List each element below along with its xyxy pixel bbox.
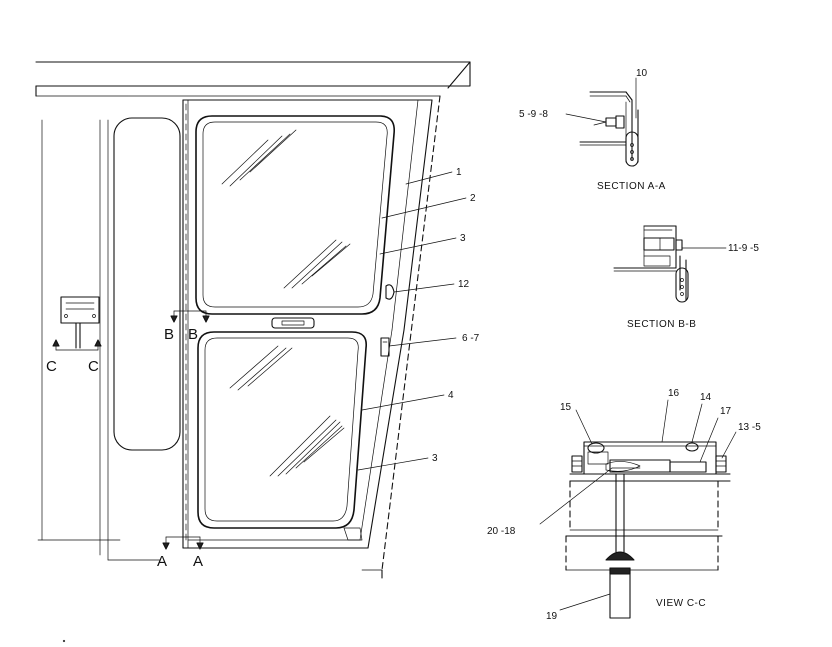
cab-body xyxy=(37,117,181,561)
section-c-left-label: C xyxy=(46,358,57,375)
callout-1: 1 xyxy=(456,167,462,178)
stray-dot xyxy=(62,639,66,643)
section-b-left-label: B xyxy=(164,326,174,343)
callout-10: 10 xyxy=(636,68,648,79)
section-a-right-label: A xyxy=(193,553,203,570)
callout-20-18: 20 -18 xyxy=(487,526,516,537)
door-frame xyxy=(182,95,441,579)
callout-11-9-5: 11-9 -5 xyxy=(728,243,759,254)
upper-window xyxy=(195,115,396,315)
side-window xyxy=(113,117,181,451)
view-cc-caption: VIEW C-C xyxy=(656,598,706,609)
section-aa-caption: SECTION A-A xyxy=(597,181,666,192)
callout-16: 16 xyxy=(668,388,680,399)
door-lock-part xyxy=(385,284,395,300)
callout-4: 4 xyxy=(448,390,454,401)
callout-15: 15 xyxy=(560,402,572,413)
callout-13-5: 13 -5 xyxy=(738,422,761,433)
cab-roof xyxy=(35,61,471,97)
door-handle xyxy=(271,317,315,329)
lower-window xyxy=(197,331,368,541)
door-catch-part xyxy=(380,337,390,357)
callout-3-lower: 3 xyxy=(432,453,438,464)
callout-3-upper: 3 xyxy=(460,233,466,244)
section-a-left-label: A xyxy=(157,553,167,570)
section-b-right-label: B xyxy=(188,326,198,343)
section-c-right-label: C xyxy=(88,358,99,375)
side-bracket: C C xyxy=(46,296,102,375)
section-aa-detail: 10 5 -9 -8 SECTION A-A xyxy=(519,68,666,192)
callout-6-7: 6 -7 xyxy=(462,333,480,344)
section-a-markers: A A xyxy=(157,536,204,570)
callout-5-9-8: 5 -9 -8 xyxy=(519,109,548,120)
callout-12: 12 xyxy=(458,279,470,290)
callout-19: 19 xyxy=(546,611,558,622)
section-bb-detail: 11-9 -5 SECTION B-B xyxy=(613,225,759,330)
callout-17: 17 xyxy=(720,406,732,417)
section-b-markers: B B xyxy=(164,310,210,343)
section-bb-caption: SECTION B-B xyxy=(627,319,696,330)
main-callouts: 1 2 3 12 6 -7 4 3 xyxy=(357,167,480,471)
callout-2: 2 xyxy=(470,193,476,204)
view-cc-detail: 15 16 14 17 13 -5 20 -18 19 VIEW C-C xyxy=(487,388,761,622)
callout-14: 14 xyxy=(700,392,712,403)
